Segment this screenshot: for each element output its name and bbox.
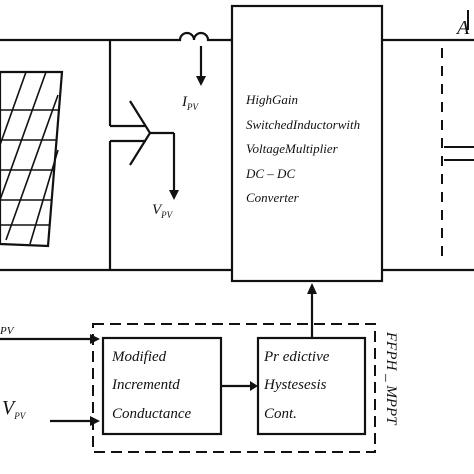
vpv-arrow-head (90, 416, 100, 426)
top-rail-wire (0, 31, 232, 42)
converter-block (230, 4, 384, 283)
feedback-arrow-head (307, 283, 317, 294)
converter-line-4: DC – DC (245, 166, 295, 181)
mic-to-phc-arrow-head (250, 381, 258, 391)
phc-line-3: Cont. (264, 406, 297, 422)
mic-line-1: Modified (111, 349, 167, 365)
solar-panel-icon (0, 70, 64, 248)
ipv-input-label: PV (0, 325, 15, 337)
converter-line-2: SwitchedInductorwith (246, 117, 360, 132)
output-stage-letter: A (455, 17, 470, 39)
phc-line-1: Pr edictive (263, 349, 330, 365)
controller-label: FFPH _ MPPT (383, 331, 399, 426)
current-arrow-head (196, 76, 206, 86)
mic-line-2: Incrementd (111, 377, 180, 393)
arrowheads (90, 76, 317, 426)
vpv-input-label: VPV (2, 397, 27, 421)
phc-line-2: Hystesesis (263, 377, 327, 393)
converter-line-3: VoltageMultiplier (246, 141, 339, 156)
converter-line-5: Converter (246, 190, 300, 205)
ipv-sensor-label: IPV (181, 94, 199, 112)
vpv-sensor-label: VPV (152, 202, 174, 220)
voltage-arrow-head (169, 190, 179, 200)
voltage-sensor-probe (129, 100, 152, 166)
ipv-arrow-head (90, 334, 100, 344)
converter-line-1: HighGain (245, 92, 298, 107)
controller-frame (92, 323, 376, 453)
mic-line-3: Conductance (112, 406, 191, 422)
output-stage-fragment (441, 10, 474, 256)
